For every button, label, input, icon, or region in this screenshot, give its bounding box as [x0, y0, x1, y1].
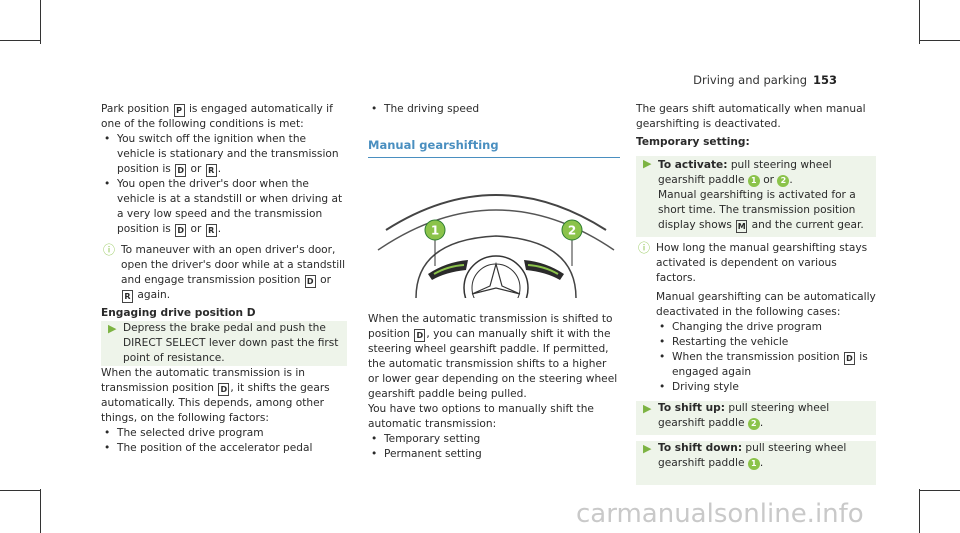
column-1: Park position P is engaged automatically… [101, 102, 347, 456]
instruction-step: ▶ To activate: pull steering wheel gears… [636, 156, 876, 237]
key-d-icon: D [175, 164, 187, 177]
callout-1-icon: 1 [747, 458, 760, 470]
section-heading: Manual gearshifting [368, 138, 620, 158]
list-item: Temporary setting [368, 432, 620, 447]
key-r-icon: R [205, 224, 217, 237]
arrow-icon: ▶ [108, 322, 117, 335]
arrow-icon: ▶ [643, 157, 652, 170]
crop-mark [919, 0, 920, 44]
key-p-icon: P [173, 104, 185, 117]
figure-label-2: 2 [568, 224, 576, 238]
list-item: The driving speed [368, 102, 620, 117]
crop-mark [40, 0, 41, 44]
key-d-icon: D [843, 352, 855, 365]
paragraph: When the automatic transmission is in tr… [101, 367, 330, 424]
key-r-icon: R [205, 164, 217, 177]
list-item: Changing the drive program [656, 320, 876, 335]
page-number: 153 [813, 73, 838, 87]
key-d-icon: D [414, 329, 426, 342]
callout-2-icon: 2 [747, 418, 760, 430]
arrow-icon: ▶ [643, 402, 652, 415]
list-item: The selected drive program [101, 426, 347, 441]
subheading: Engaging drive position D [101, 307, 256, 319]
list-item: Restarting the vehicle [656, 335, 876, 350]
instruction-step: ▶Depress the brake pedal and push the DI… [101, 321, 347, 366]
instruction-step: ▶ To shift down: pull steering wheel gea… [636, 441, 876, 485]
figure-label-1: 1 [431, 224, 439, 238]
paragraph: You have two options to manually shift t… [368, 403, 594, 430]
paragraph: When the automatic transmission is shift… [368, 313, 618, 400]
running-header: Driving and parking [693, 73, 807, 87]
info-icon: ⓘ [638, 241, 651, 255]
list-item: Driving style [656, 380, 876, 395]
crop-mark [920, 40, 960, 41]
crop-mark [40, 489, 41, 533]
list-item: You switch off the ignition when the veh… [101, 132, 347, 177]
list-item: The position of the accelerator pedal [101, 441, 347, 456]
note: ⓘ How long the manual gearshifting stays… [636, 241, 876, 395]
instruction-step: ▶ To shift up: pull steering wheel gears… [636, 401, 876, 435]
list-item: You open the driver's door when the vehi… [101, 177, 347, 237]
paragraph: Park position P is engaged automatically… [101, 103, 333, 130]
crop-mark [0, 490, 40, 491]
steering-wheel-figure: 1 2 [376, 170, 616, 298]
subheading: Temporary setting: [636, 136, 750, 148]
crop-mark [919, 489, 920, 533]
callout-2-icon: 2 [777, 175, 790, 187]
callout-1-icon: 1 [747, 175, 760, 187]
note: ⓘ To maneuver with an open driver's door… [103, 243, 346, 303]
key-m-icon: M [736, 220, 748, 233]
info-icon: ⓘ [103, 243, 116, 257]
arrow-icon: ▶ [643, 442, 652, 455]
key-r-icon: R [122, 290, 133, 303]
watermark: carmanualsonline.info [576, 499, 864, 529]
list-item: When the transmission position D is enga… [656, 350, 876, 380]
paragraph: The gears shift automatically when manua… [636, 103, 866, 130]
column-2: The driving speed Manual gearshifting 1 … [368, 102, 620, 462]
crop-mark [920, 490, 960, 491]
key-d-icon: D [304, 275, 316, 288]
list-item: Permanent setting [368, 447, 620, 462]
crop-mark [0, 40, 40, 41]
column-3: The gears shift automatically when manua… [636, 102, 876, 485]
key-d-icon: D [175, 224, 187, 237]
key-d-icon: D [218, 383, 230, 396]
